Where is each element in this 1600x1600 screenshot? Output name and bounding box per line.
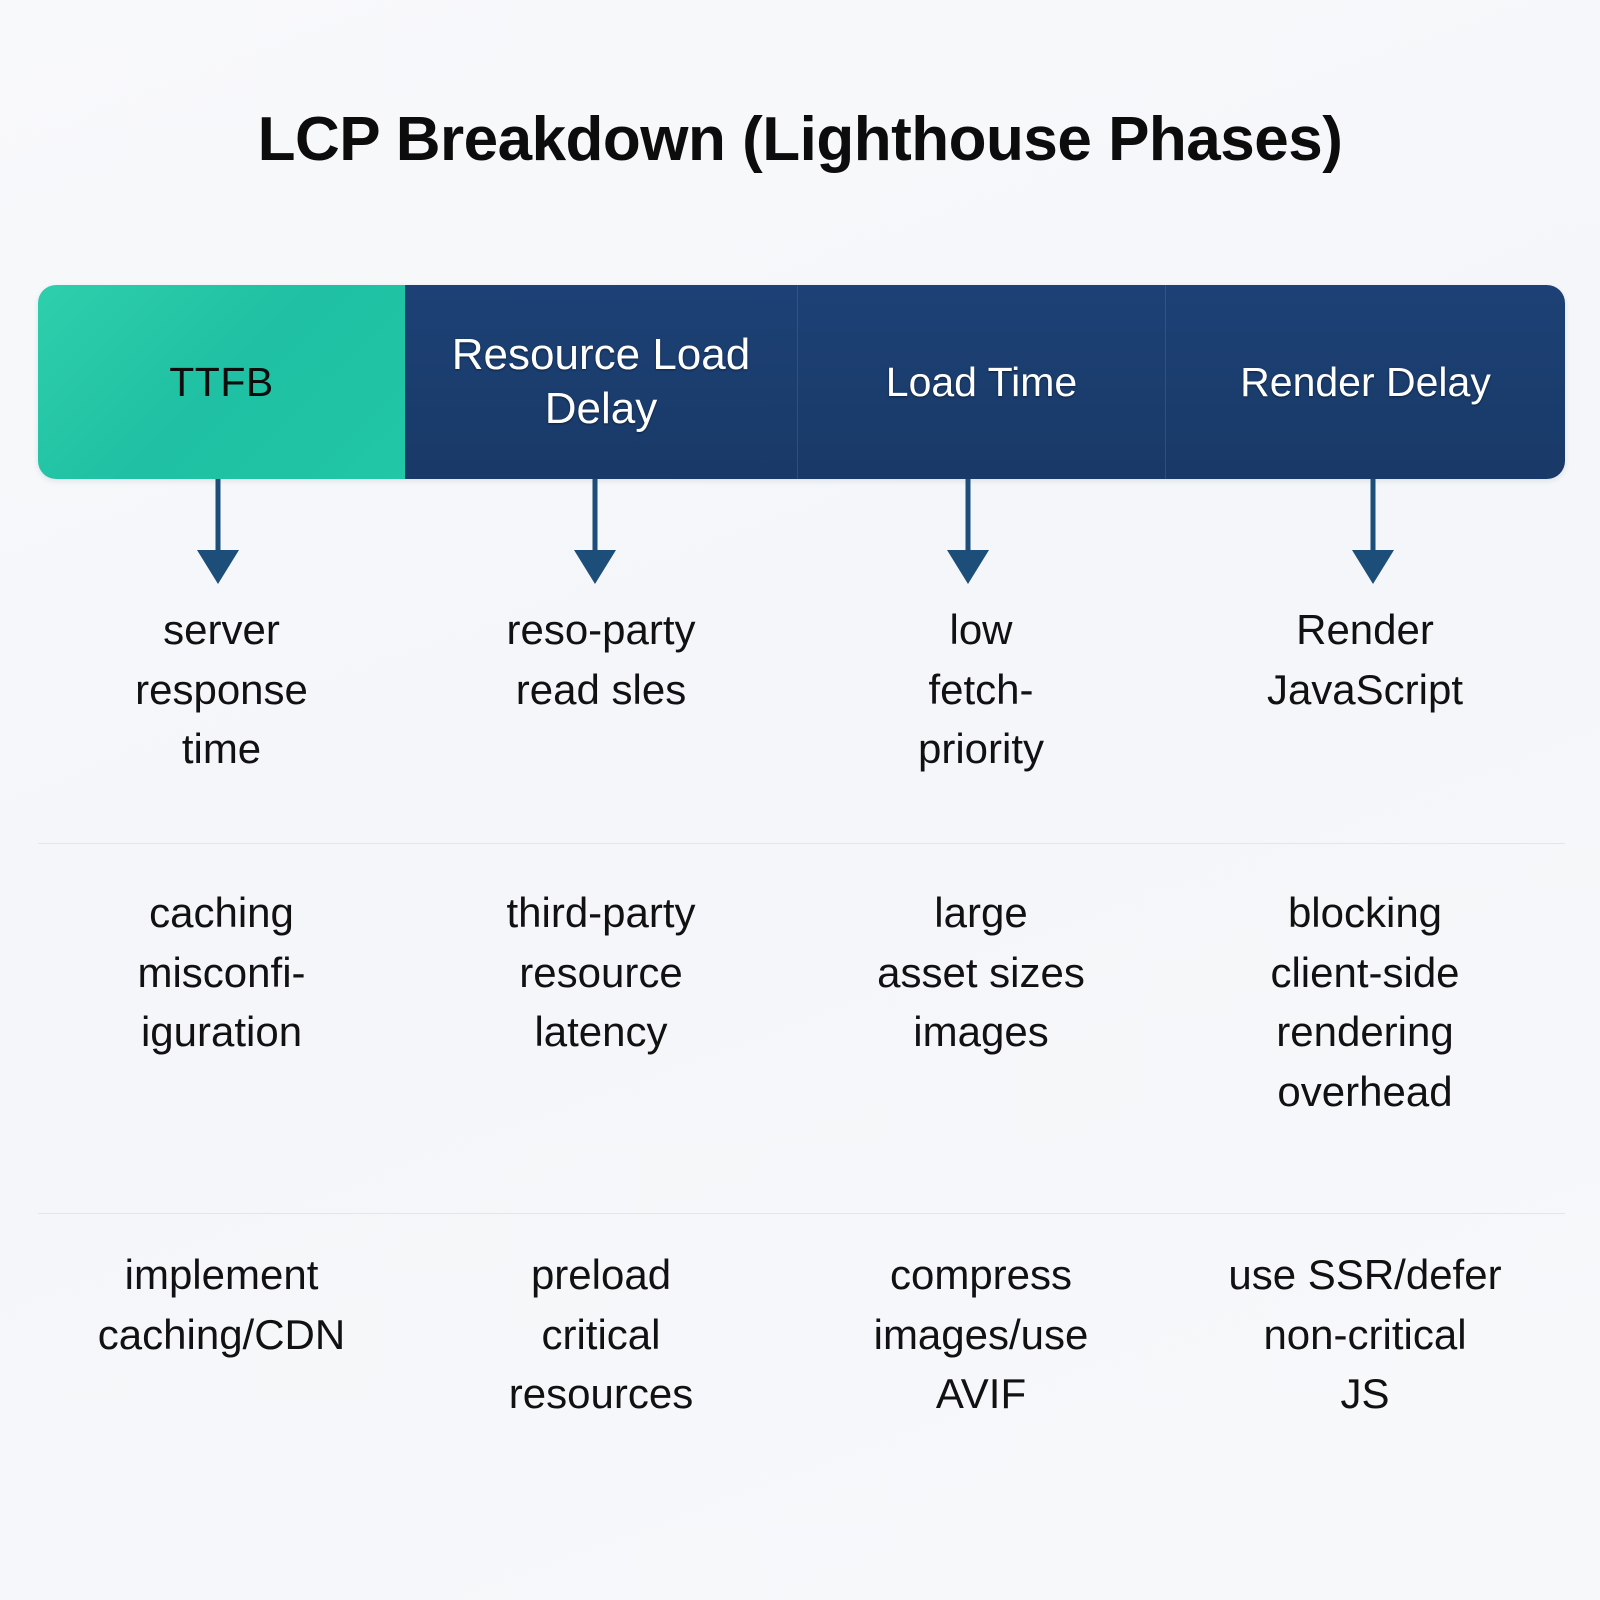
phase-segment-render-delay[interactable]: Render Delay <box>1165 285 1565 479</box>
row-divider <box>38 843 1565 844</box>
phase-segment-ttfb[interactable]: TTFB <box>38 285 405 479</box>
row-divider <box>38 1213 1565 1214</box>
arrow-down-icon-resource-load-delay <box>574 479 616 584</box>
arrow-down-icon-load-time <box>947 479 989 584</box>
page-title: LCP Breakdown (Lighthouse Phases) <box>257 105 1343 174</box>
arrow-down-icon-render-delay <box>1352 479 1394 584</box>
phase-segment-load-time[interactable]: Load Time <box>797 285 1165 479</box>
arrow-down-icon-ttfb <box>197 479 239 584</box>
